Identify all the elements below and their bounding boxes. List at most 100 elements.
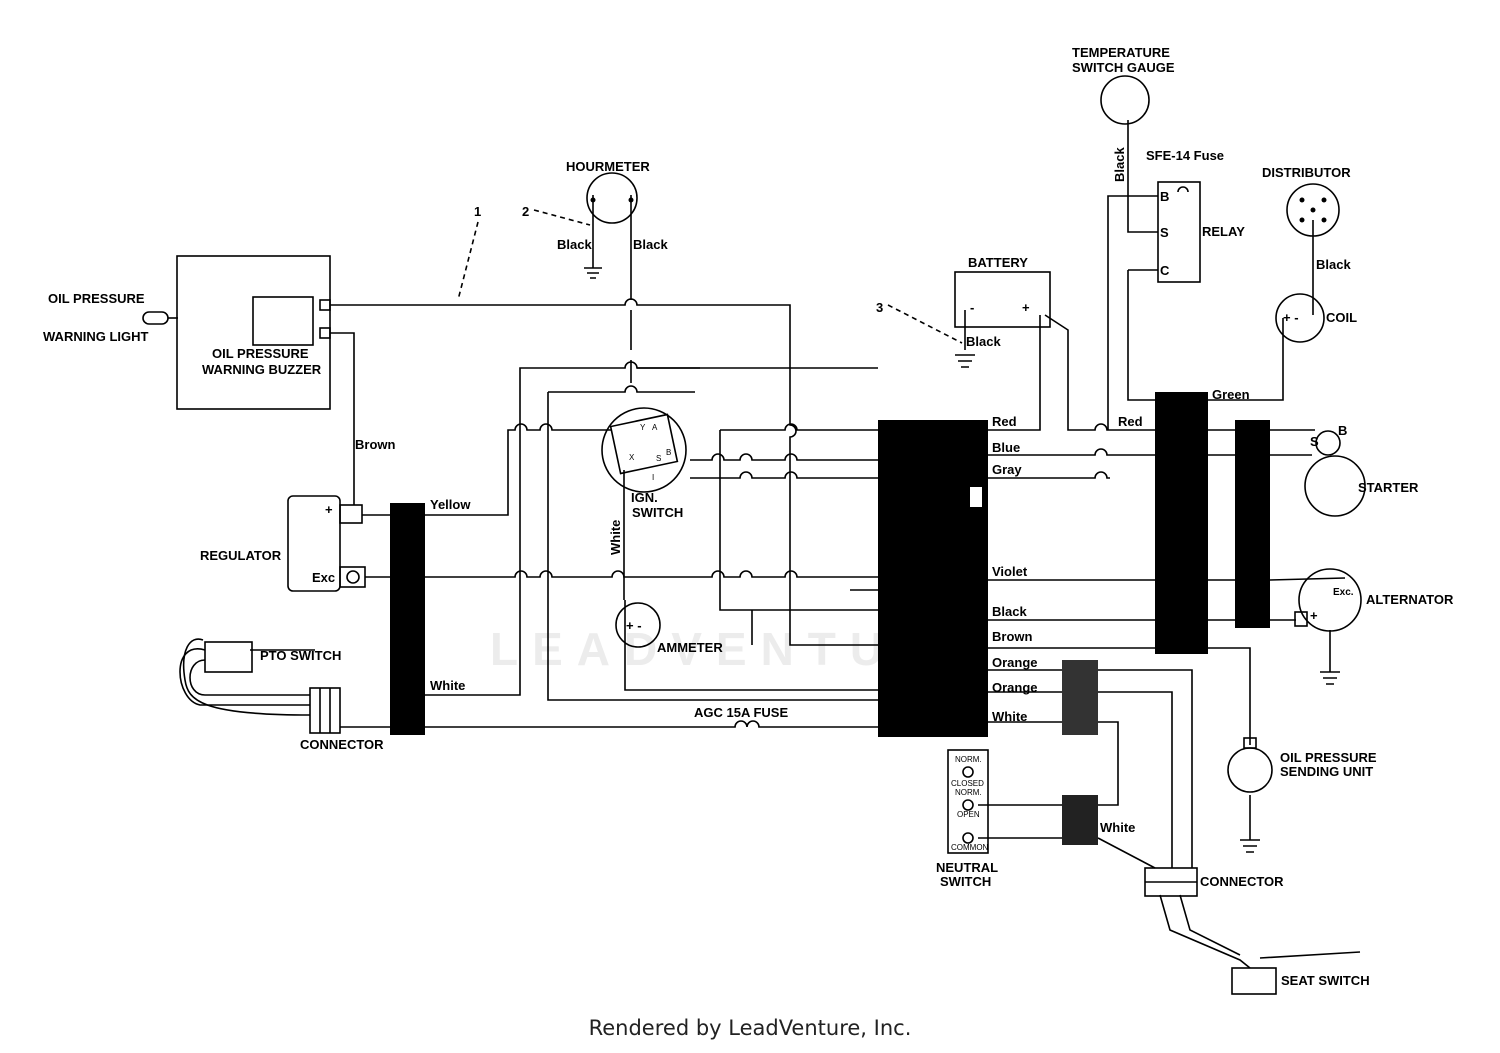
callout-1: 1 (474, 204, 481, 219)
ammeter-terms: + - (626, 618, 642, 633)
buzzer-label-1: OIL PRESSURE (212, 346, 309, 361)
hourmeter: HOURMETER Black Black (557, 159, 668, 279)
starter: B S STARTER (1304, 423, 1419, 517)
temperature-switch-gauge: TEMPERATURE SWITCH GAUGE Black (1072, 45, 1175, 182)
regulator-label: REGULATOR (200, 548, 282, 563)
sending-unit-label-2: SENDING UNIT (1280, 764, 1373, 779)
callouts: 1 2 3 (457, 204, 963, 344)
connector-right-label: CONNECTOR (1200, 874, 1284, 889)
buzzer-label-2: WARNING BUZZER (202, 362, 322, 377)
coil-terms: + - (1283, 310, 1299, 325)
alternator-label: ALTERNATOR (1366, 592, 1454, 607)
starter-term-b: B (1338, 423, 1347, 438)
wire-label-white-neutral: White (1100, 820, 1135, 835)
harness-connector-right-2 (1235, 420, 1270, 628)
seat-switch: SEAT SWITCH (1231, 967, 1370, 995)
neutral-term-4: OPEN (957, 810, 980, 819)
wire-label-yellow: Yellow (430, 497, 471, 512)
battery: BATTERY - + Black (954, 255, 1051, 368)
sending-unit-label-1: OIL PRESSURE (1280, 750, 1377, 765)
wire-color-gray: Gray (992, 462, 1022, 477)
ign-term-a: A (652, 423, 658, 432)
connector-left: CONNECTOR (300, 687, 384, 752)
neutral-switch-label-1: NEUTRAL (936, 860, 998, 875)
callout-3: 3 (876, 300, 883, 315)
callout-2: 2 (522, 204, 529, 219)
main-harness-block (878, 420, 988, 737)
wire-label-green: Green (1212, 387, 1250, 402)
hourmeter-black-right: Black (633, 237, 668, 252)
relay-term-b: B (1160, 189, 1169, 204)
harness-connector-left (390, 503, 425, 735)
alternator: Exc. + ALTERNATOR (1294, 568, 1454, 685)
hourmeter-black-left: Black (557, 237, 592, 252)
wire-label-white-left: White (430, 678, 465, 693)
neutral-term-2: CLOSED (951, 779, 984, 788)
ign-term-y: Y (640, 423, 646, 432)
battery-black: Black (966, 334, 1001, 349)
connector-right: CONNECTOR (1144, 867, 1284, 897)
ignition-switch: Y A X S B I IGN. SWITCH (601, 407, 687, 520)
regulator-exc: Exc (312, 570, 335, 585)
credit-line: Rendered by LeadVenture, Inc. (588, 1016, 912, 1040)
relay-label: RELAY (1202, 224, 1245, 239)
alternator-exc: Exc. (1333, 587, 1354, 598)
wire-label-white-vertical: White (608, 520, 623, 555)
wire-color-violet: Violet (992, 564, 1028, 579)
sfe-fuse-label: SFE-14 Fuse (1146, 148, 1224, 163)
coil: + - COIL (1275, 293, 1357, 343)
wire-color-red: Red (992, 414, 1017, 429)
wire-color-blue: Blue (992, 440, 1020, 455)
distributor-label: DISTRIBUTOR (1262, 165, 1351, 180)
harness-connector-right-1 (1155, 392, 1208, 654)
oil-pressure-warning-light: OIL PRESSURE WARNING LIGHT (43, 291, 169, 344)
relay-term-s: S (1160, 225, 1169, 240)
temp-gauge-label-2: SWITCH GAUGE (1072, 60, 1175, 75)
ammeter-label: AMMETER (657, 640, 723, 655)
wires (168, 120, 1361, 969)
temp-wire-black: Black (1112, 147, 1127, 182)
pto-switch: PTO SWITCH (204, 641, 341, 673)
starter-term-s: S (1310, 434, 1319, 449)
wire-label-brown-left: Brown (355, 437, 396, 452)
agc-fuse-label: AGC 15A FUSE (694, 705, 788, 720)
regulator-pos: + (325, 502, 333, 517)
ign-switch-label-2: SWITCH (632, 505, 683, 520)
wire-color-black: Black (992, 604, 1027, 619)
connector-left-label: CONNECTOR (300, 737, 384, 752)
hourmeter-label: HOURMETER (566, 159, 650, 174)
coil-label: COIL (1326, 310, 1357, 325)
distributor: DISTRIBUTOR Black (1262, 165, 1351, 272)
connector-neutral (1062, 795, 1098, 845)
oil-light-label-2: WARNING LIGHT (43, 329, 148, 344)
battery-neg: - (970, 300, 974, 315)
ign-term-x: X (629, 453, 635, 462)
wire-color-brown: Brown (992, 629, 1033, 644)
wire-color-orange-2: Orange (992, 680, 1038, 695)
distributor-black: Black (1316, 257, 1351, 272)
neutral-term-5: COMMON (951, 843, 989, 852)
ign-term-b: B (666, 448, 671, 457)
oil-light-label-1: OIL PRESSURE (48, 291, 145, 306)
neutral-switch: NORM. CLOSED NORM. OPEN COMMON NEUTRAL S… (936, 749, 998, 889)
ign-term-i: I (652, 473, 654, 482)
neutral-term-3: NORM. (955, 788, 982, 797)
relay: SFE-14 Fuse B S C RELAY (1146, 148, 1245, 283)
ign-switch-label-1: IGN. (631, 490, 658, 505)
connector-orange (1062, 660, 1098, 735)
oil-pressure-sending-unit: OIL PRESSURE SENDING UNIT (1227, 737, 1377, 853)
battery-label: BATTERY (968, 255, 1028, 270)
wire-color-white: White (992, 709, 1027, 724)
ign-term-s: S (656, 454, 661, 463)
temp-gauge-label-1: TEMPERATURE (1072, 45, 1170, 60)
seat-switch-label: SEAT SWITCH (1281, 973, 1370, 988)
alternator-pos: + (1310, 608, 1318, 623)
starter-label: STARTER (1358, 480, 1419, 495)
neutral-term-1: NORM. (955, 755, 982, 764)
wire-label-red-relay: Red (1118, 414, 1143, 429)
wire-color-orange-1: Orange (992, 655, 1038, 670)
relay-term-c: C (1160, 263, 1170, 278)
harness-color-labels: Red Blue Gray Violet Black Brown Orange … (992, 414, 1038, 724)
ammeter: + - AMMETER (615, 602, 723, 655)
